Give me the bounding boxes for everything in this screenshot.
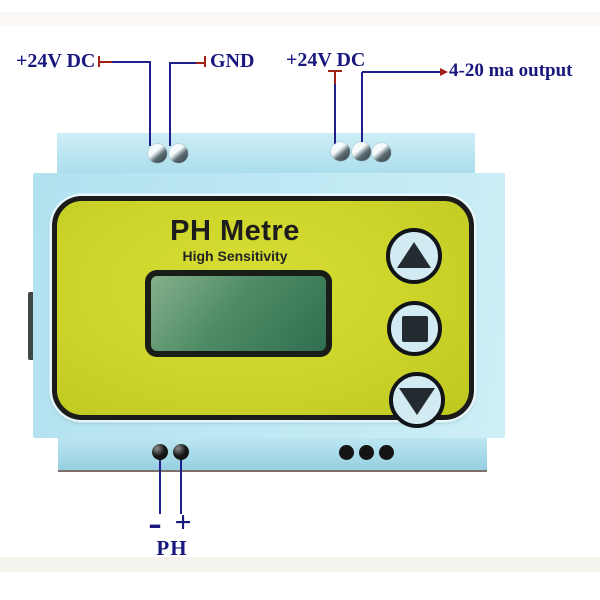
down-button[interactable] xyxy=(389,372,445,428)
label-ph: PH xyxy=(156,536,188,560)
device-subtitle: High Sensitivity xyxy=(182,248,288,264)
label-plus: + xyxy=(174,506,192,539)
wire-segment xyxy=(159,459,161,514)
wire-segment xyxy=(196,62,206,64)
wire-segment xyxy=(180,459,182,514)
label-4-20ma-output: 4-20 ma output xyxy=(449,60,573,81)
wire-segment xyxy=(169,62,171,146)
terminal-dot-icon xyxy=(339,445,354,460)
bottom-terminal-strip xyxy=(58,437,487,472)
terminal-dot-icon xyxy=(359,445,374,460)
device-title: PH Metre xyxy=(170,215,300,247)
terminal-dot-icon xyxy=(379,445,394,460)
label-gnd: GND xyxy=(210,50,255,72)
wire-segment xyxy=(99,61,113,63)
label-24vdc-left: +24V DC xyxy=(16,50,96,72)
tick-mark xyxy=(328,70,342,72)
wire-segment xyxy=(334,72,336,85)
label-minus: - xyxy=(148,499,162,545)
wire-segment xyxy=(112,61,151,63)
up-button[interactable] xyxy=(386,228,442,284)
lcd-display xyxy=(145,270,332,357)
stop-square-icon xyxy=(401,315,428,342)
down-arrow-icon xyxy=(399,387,435,415)
top-terminal-strip xyxy=(57,133,475,177)
terminal-post-icon xyxy=(152,444,168,460)
wire-segment xyxy=(362,71,441,73)
screw-terminal-icon xyxy=(352,142,371,161)
background-band-top xyxy=(0,12,600,26)
wire-segment xyxy=(170,62,197,64)
screw-terminal-icon xyxy=(372,143,391,162)
side-mount-tab xyxy=(28,292,37,360)
terminal-post-icon xyxy=(173,444,189,460)
arrow-right-icon xyxy=(440,68,448,76)
wire-segment xyxy=(334,84,336,146)
screw-terminal-icon xyxy=(331,142,350,161)
wire-segment xyxy=(361,72,363,146)
background-band-bottom xyxy=(0,557,600,572)
screw-terminal-icon xyxy=(148,144,167,163)
screw-terminal-icon xyxy=(169,144,188,163)
stop-button[interactable] xyxy=(387,301,442,356)
tick-mark xyxy=(204,56,206,67)
device-body: PH Metre High Sensitivity xyxy=(33,173,505,438)
label-24vdc-right: +24V DC xyxy=(286,49,366,71)
up-arrow-icon xyxy=(397,242,431,268)
front-panel: PH Metre High Sensitivity xyxy=(52,196,474,428)
wire-segment xyxy=(149,62,151,146)
